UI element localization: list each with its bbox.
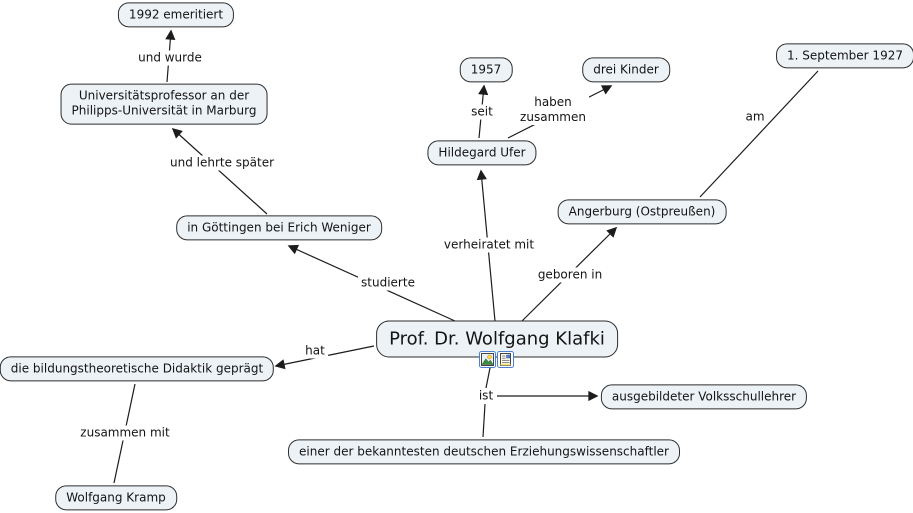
linking-phrase-geboren-in[interactable]: geboren in (534, 267, 606, 283)
linking-phrase-seit[interactable]: seit (468, 104, 496, 120)
concept-volksschullehrer[interactable]: ausgebildeter Volksschullehrer (600, 384, 808, 410)
concept-goettingen-erich-weniger[interactable]: in Göttingen bei Erich Weniger (176, 215, 382, 241)
linking-phrase-am[interactable]: am (742, 109, 768, 125)
concept-drei-kinder[interactable]: drei Kinder (582, 57, 670, 83)
document-resource-icon[interactable] (497, 351, 514, 368)
linking-phrase-zusammen-mit[interactable]: zusammen mit (77, 425, 173, 441)
concept-angerburg-ostpreussen[interactable]: Angerburg (Ostpreußen) (557, 199, 727, 225)
main-concept-resource-icons (479, 351, 514, 368)
concept-main-wolfgang-klafki[interactable]: Prof. Dr. Wolfgang Klafki (376, 320, 618, 358)
link-line-goettingen-uniprof (171, 127, 268, 215)
linking-phrase-verheiratet-mit[interactable]: verheiratet mit (440, 237, 538, 253)
linking-phrase-haben-zusammen[interactable]: haben zusammen (517, 95, 589, 125)
concept-erziehungswissenschaftler[interactable]: einer der bekanntesten deutschen Erziehu… (288, 439, 680, 465)
concept-wolfgang-kramp[interactable]: Wolfgang Kramp (55, 485, 177, 511)
linking-phrase-und-wurde[interactable]: und wurde (135, 50, 205, 66)
linking-phrase-und-lehrte-spaeter[interactable]: und lehrte später (166, 155, 278, 171)
linking-phrase-ist[interactable]: ist (475, 388, 497, 404)
concept-1992-emeritiert[interactable]: 1992 emeritiert (117, 2, 235, 28)
concept-1-september-1927[interactable]: 1. September 1927 (776, 43, 913, 69)
concept-hildegard-ufer[interactable]: Hildegard Ufer (427, 140, 537, 166)
concept-1957[interactable]: 1957 (459, 57, 513, 83)
image-resource-icon[interactable] (479, 351, 496, 368)
concept-universitaetsprofessor-marburg[interactable]: Universitätsprofessor an der Philipps-Un… (60, 83, 268, 125)
linking-phrase-studierte[interactable]: studierte (358, 275, 418, 291)
link-line-angerburg-september (699, 70, 819, 198)
linking-phrase-hat[interactable]: hat (302, 343, 328, 359)
concept-bildungstheoretische-didaktik[interactable]: die bildungstheoretische Didaktik gepräg… (0, 356, 275, 382)
link-line-ist-erziehung (482, 403, 486, 438)
